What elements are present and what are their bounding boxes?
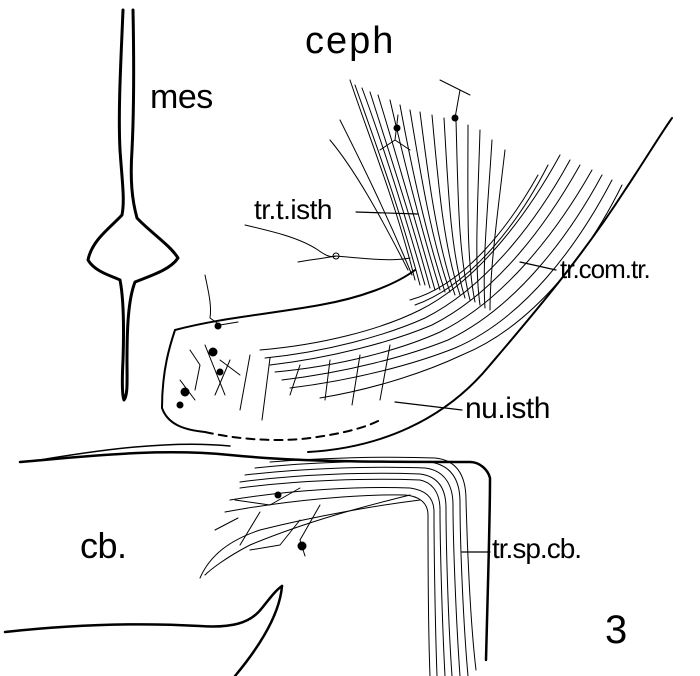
nucleus-isthmi-cells — [177, 345, 240, 408]
label-tr-com-tr: tr.com.tr. — [560, 256, 650, 282]
midline-ventricle — [88, 10, 178, 400]
scattered-neurons — [205, 225, 410, 329]
cerebellum-outline — [5, 444, 490, 676]
label-tr-sp-cb: tr.sp.cb. — [492, 535, 581, 563]
spinocerebellar-tract — [200, 457, 476, 676]
cephalic-fibers — [330, 80, 505, 310]
label-nu-isth: nu.isth — [465, 394, 550, 424]
figure-number: 3 — [605, 610, 627, 650]
label-mes: mes — [150, 80, 213, 114]
label-ceph: ceph — [305, 22, 395, 60]
label-tr-t-isth: tr.t.isth — [254, 196, 332, 224]
label-cb: cb. — [80, 528, 127, 564]
